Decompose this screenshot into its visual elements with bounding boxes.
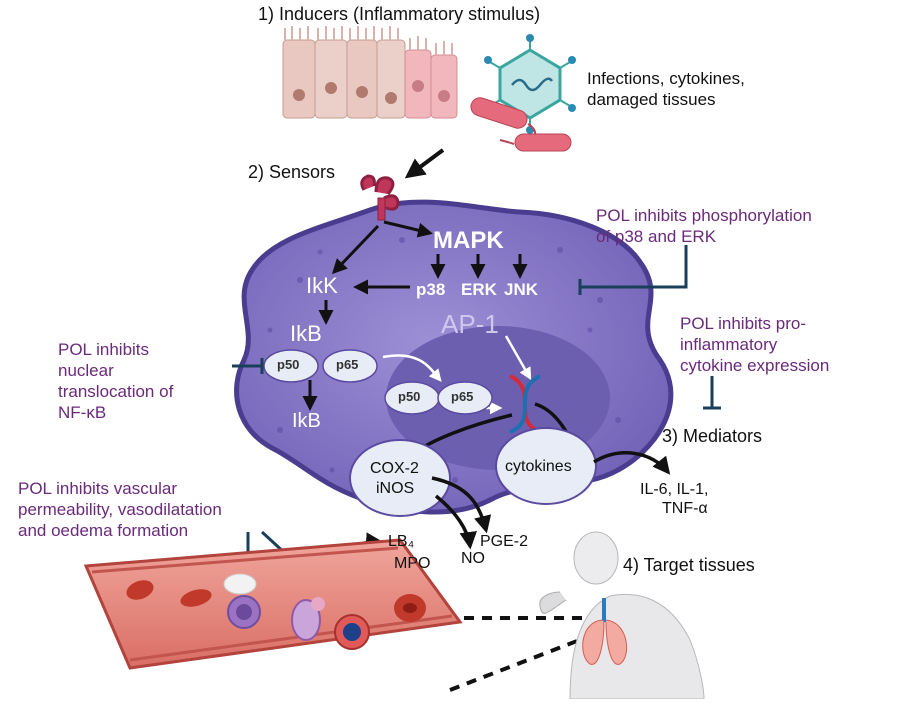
erk-label: ERK <box>461 280 497 299</box>
step-inducers-label: 1) Inducers (Inflammatory stimulus) <box>258 4 541 24</box>
inducer-to-sensor-arrow <box>404 148 445 179</box>
cytokines-label: cytokines <box>505 458 572 475</box>
p38-label: p38 <box>416 280 446 299</box>
bacteria-icon <box>470 97 572 152</box>
inos-label: iNOS <box>376 480 415 497</box>
lb4-label: LB₄ <box>388 533 415 550</box>
p50-nucleus-label: p50 <box>398 389 421 404</box>
ikb-bottom-label: IkB <box>292 410 321 432</box>
pol-note-line: POL inhibits phosphorylation <box>596 206 812 225</box>
pol-note-line: POL inhibits vascular <box>18 479 178 498</box>
receptor-icon <box>360 174 400 221</box>
p50-cytoplasm-label: p50 <box>277 357 300 372</box>
cox2-inos-node <box>349 439 451 517</box>
cell-granules <box>267 237 621 483</box>
p65-cytoplasm-label: p65 <box>336 357 359 372</box>
pol-note-line: inflammatory <box>680 335 778 354</box>
step-mediators-label: 3) Mediators <box>662 426 763 446</box>
dna-icon <box>509 374 541 434</box>
blood-vessel-icon <box>83 538 463 670</box>
p65-nucleus-node <box>437 381 493 415</box>
cytokine-list: IL-6, IL-1, TNF-α <box>640 480 708 518</box>
step-sensors-label: 2) Sensors <box>248 162 336 182</box>
p65-cytoplasm-node <box>322 349 378 383</box>
cytokine-list-line: IL-6, IL-1, <box>640 481 709 498</box>
translocation-arrows <box>382 335 532 415</box>
pol-phosphorylation-note: POL inhibits phosphorylation of p38 and … <box>596 205 812 247</box>
mpo-label: MPO <box>394 555 431 572</box>
p65-nucleus-label: p65 <box>451 389 474 404</box>
inducer-description: Infections, cytokines, damaged tissues <box>587 68 745 110</box>
pol-note-line: NF-κB <box>58 403 107 422</box>
ikb-top-label: IkB <box>290 321 322 346</box>
step-targets-label: 4) Target tissues <box>623 555 755 575</box>
cytokines-node <box>495 427 597 505</box>
pol-note-line: translocation of <box>58 382 174 401</box>
pol-note-line: POL inhibits pro- <box>680 314 806 333</box>
cytokine-list-line: TNF-α <box>662 500 708 517</box>
inducer-description-line: damaged tissues <box>587 90 716 109</box>
pol-note-line: POL inhibits <box>58 340 150 359</box>
pol-nfkb-note: POL inhibits nuclear translocation of NF… <box>58 339 173 423</box>
pol-note-line: nuclear <box>58 361 114 380</box>
signaling-arrows <box>302 220 528 411</box>
pol-note-line: cytokine expression <box>680 356 830 375</box>
pge2-label: PGE-2 <box>480 533 529 550</box>
p50-cytoplasm-node <box>263 349 319 383</box>
ikk-label: IkK <box>306 273 338 298</box>
inducer-description-line: Infections, cytokines, <box>587 69 745 88</box>
no-label: NO <box>461 550 485 567</box>
jnk-label: JNK <box>504 280 539 299</box>
target-dashed-lines <box>449 616 591 692</box>
virus-icon <box>484 34 576 134</box>
pol-note-line: and oedema formation <box>18 521 189 540</box>
pol-note-line: of p38 and ERK <box>596 227 717 246</box>
patient-lungs-icon <box>539 531 705 700</box>
cox2-label: COX-2 <box>370 460 419 477</box>
pol-cytokine-expression-note: POL inhibits pro- inflammatory cytokine … <box>680 313 829 376</box>
pol-vascular-note: POL inhibits vascular permeability, vaso… <box>18 478 222 541</box>
mapk-label: MAPK <box>433 227 504 254</box>
pol-note-line: permeability, vasodilatation <box>18 500 222 519</box>
epithelial-tissue-icon <box>282 26 458 119</box>
ap1-label: AP-1 <box>441 309 499 339</box>
